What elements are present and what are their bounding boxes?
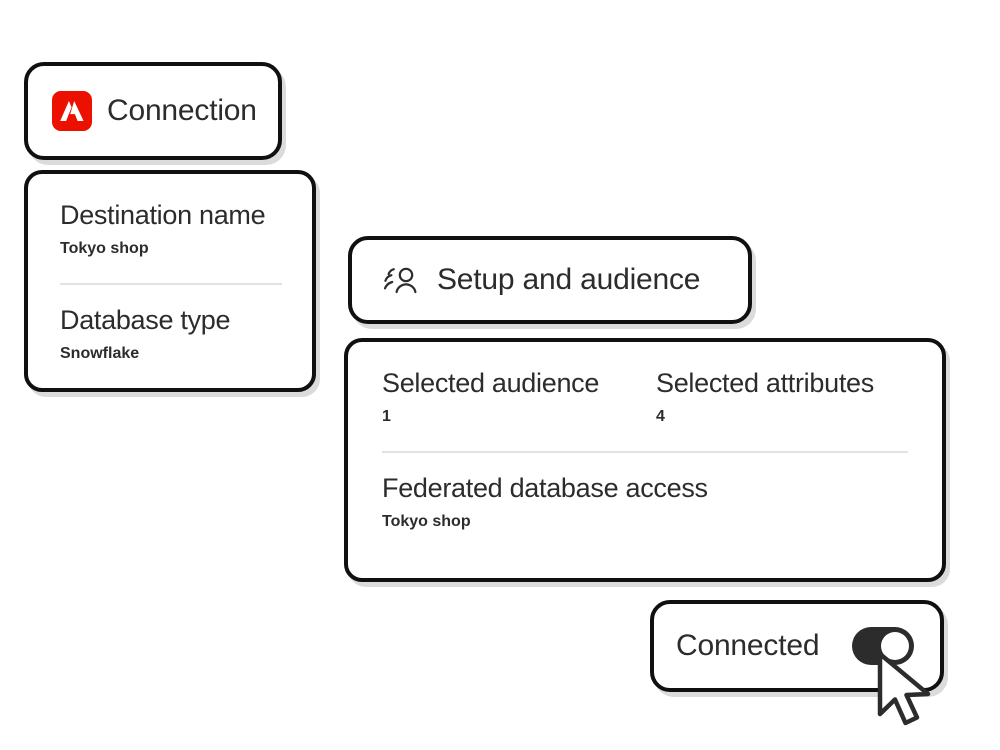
audience-stats-row: Selected audience 1 Selected attributes … [382,368,908,429]
divider [60,282,282,285]
connected-label: Connected [676,629,820,662]
field-label: Selected attributes [656,368,874,398]
setup-card-title: Setup and audience [437,263,701,296]
field-label: Destination name [60,200,266,230]
field-value: Tokyo shop [60,239,149,257]
field-label: Federated database access [382,472,708,503]
audience-group-icon [380,264,420,296]
adobe-logo-icon [52,91,92,131]
stat-selected-audience: Selected audience 1 [382,368,656,429]
connected-card[interactable]: Connected [650,600,944,692]
setup-and-audience-card[interactable]: Setup and audience [348,236,752,324]
toggle-switch-on-icon[interactable] [852,627,914,665]
connection-details-card: Destination name Tokyo shop Database typ… [24,170,316,392]
connection-card[interactable]: Connection [24,62,282,160]
field-value: 1 [382,407,391,425]
toggle-knob [881,632,909,660]
field-value: Snowflake [60,344,140,362]
connection-card-title: Connection [107,94,257,127]
divider [382,450,908,453]
field-label: Selected audience [382,368,600,398]
field-federated-database-access: Federated database access Tokyo shop [382,473,908,534]
field-value: Tokyo shop [382,512,471,530]
field-destination-name: Destination name Tokyo shop [60,200,282,261]
field-database-type: Database type Snowflake [60,305,282,366]
field-label: Database type [60,304,231,335]
audience-details-card: Selected audience 1 Selected attributes … [344,338,946,582]
stat-selected-attributes: Selected attributes 4 [656,368,908,429]
field-value: 4 [656,407,665,425]
